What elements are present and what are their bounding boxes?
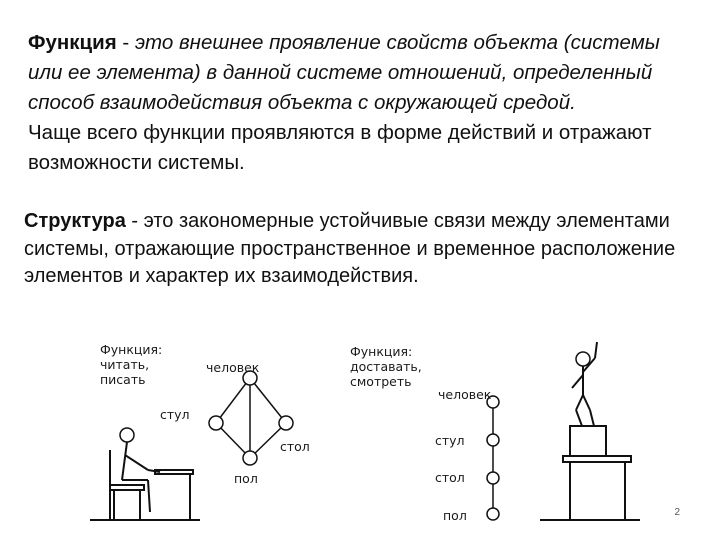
left-node-person <box>242 370 258 386</box>
right-caption-line3: смотреть <box>350 374 412 389</box>
right-label-chair: стул <box>435 433 465 448</box>
seated-person-illustration <box>90 427 200 521</box>
function-definition-text: это внешнее проявление свойств объекта (… <box>28 31 660 114</box>
chair-box <box>569 425 607 457</box>
left-label-person: человек <box>206 360 260 375</box>
right-label-floor: пол <box>443 508 467 523</box>
right-node-floor <box>486 507 500 521</box>
left-label-floor: пол <box>234 471 258 486</box>
right-node-person <box>486 395 500 409</box>
left-node-chair <box>208 415 224 431</box>
left-node-floor <box>242 450 258 466</box>
function-structure-diagram: Функция: читать, писать <box>90 341 640 523</box>
person-head-icon <box>119 427 135 443</box>
tabletop <box>562 455 632 463</box>
left-label-chair: стул <box>160 407 190 422</box>
function-definition: Функция - это внешнее проявление свойств… <box>28 28 668 178</box>
function-paragraph: Функция - это внешнее проявление свойств… <box>28 28 668 118</box>
right-label-person: человек <box>438 387 492 402</box>
structure-term: Структура <box>24 210 126 232</box>
right-node-table <box>486 471 500 485</box>
right-node-chair <box>486 433 500 447</box>
left-caption-line1: Функция: <box>100 342 162 357</box>
right-structure-graph: человек стул стол пол <box>435 387 500 523</box>
standing-person-illustration <box>540 341 640 521</box>
right-caption-line1: Функция: <box>350 344 412 359</box>
function-note: Чаще всего функции проявляются в форме д… <box>28 121 652 174</box>
function-term: Функция <box>28 31 117 54</box>
standing-person-head-icon <box>575 351 591 367</box>
left-structure-graph: человек стул стол пол <box>160 360 310 486</box>
right-caption-line2: доставать, <box>350 359 422 374</box>
function-dash: - <box>116 31 135 54</box>
left-label-table: стол <box>280 439 310 454</box>
right-label-table: стол <box>435 470 465 485</box>
left-caption-line2: читать, <box>100 357 149 372</box>
structure-definition-text: - это закономерные устойчивые связи межд… <box>24 210 676 287</box>
structure-definition: Структура - это закономерные устойчивые … <box>24 208 684 291</box>
page-number: 2 <box>674 507 680 518</box>
left-caption-line3: писать <box>100 372 145 387</box>
left-node-table <box>278 415 294 431</box>
structure-paragraph: Структура - это закономерные устойчивые … <box>24 208 684 291</box>
